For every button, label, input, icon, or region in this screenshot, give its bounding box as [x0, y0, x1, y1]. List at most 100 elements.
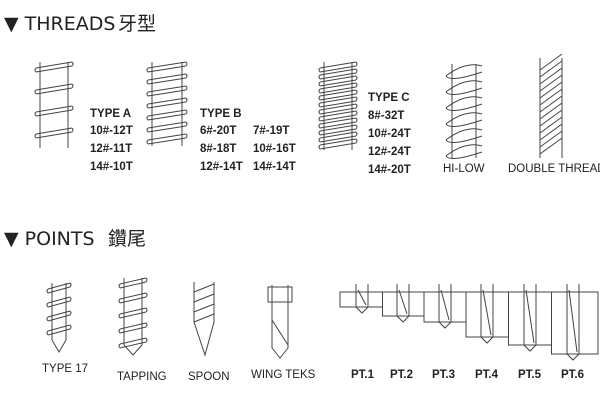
screw-line — [539, 88, 563, 106]
points-heading: ▼ POINTS — [4, 228, 95, 250]
screw-line — [146, 121, 188, 133]
pt-label: PT.4 — [475, 369, 499, 381]
type-a-spec: 12#-11T — [90, 143, 132, 155]
screw-line — [46, 282, 72, 294]
pt-point-icon — [523, 284, 537, 352]
screw-line — [146, 61, 188, 73]
screw-line — [539, 102, 563, 120]
screw-line — [146, 133, 188, 145]
type-c-spec: 10#-24T — [368, 128, 411, 140]
screw-line — [539, 137, 563, 155]
screw-line — [445, 144, 483, 159]
type-c-spec: 12#-24T — [368, 146, 411, 158]
screw-line — [318, 103, 358, 115]
type-b-spec: 10#-16T — [253, 143, 296, 155]
pt-label: PT.1 — [351, 369, 375, 381]
screw-line — [318, 75, 358, 87]
pt-point-icon — [566, 284, 580, 361]
double-thread-label: DOUBLE THREAD — [508, 163, 600, 175]
type-a-spec: 10#-12T — [90, 125, 133, 137]
screw-line — [539, 53, 563, 71]
screw-line — [146, 85, 188, 97]
screw-line — [34, 105, 74, 117]
screw-line — [193, 282, 215, 357]
screw-line — [539, 81, 563, 99]
screw-line — [193, 303, 215, 313]
points-heading-cn: 鑽尾 — [108, 228, 146, 250]
screw-line — [146, 73, 188, 85]
pt-point-icon — [355, 284, 369, 314]
type-c-title: TYPE C — [368, 92, 410, 104]
type-b-spec: 14#-14T — [253, 161, 296, 173]
type-a-title: TYPE A — [90, 108, 131, 120]
pt-point-icon — [396, 284, 410, 323]
hi-low-label: HI-LOW — [443, 163, 485, 175]
screw-line — [318, 96, 358, 108]
type-b-title: TYPE B — [200, 108, 242, 120]
screw-line — [539, 116, 563, 134]
screw-drawings — [34, 53, 599, 361]
threads-heading: ▼ THREADS — [4, 13, 115, 35]
screw-line — [445, 96, 483, 111]
screw-line — [445, 80, 483, 95]
screw-line — [34, 61, 74, 73]
screw-line — [318, 138, 358, 150]
point-label-type17: TYPE 17 — [42, 363, 88, 375]
screw-line — [539, 74, 563, 92]
pt-label: PT.6 — [561, 369, 584, 381]
type-b-spec: 7#-19T — [253, 125, 289, 137]
screw-line — [318, 82, 358, 94]
screw-line — [318, 117, 358, 129]
pt-step-box — [423, 291, 467, 323]
screw-line — [146, 97, 188, 109]
pt-step-box — [551, 291, 599, 355]
screw-line — [118, 307, 148, 319]
screw-line — [46, 324, 72, 336]
screw-line — [445, 128, 483, 143]
screw-line — [267, 285, 293, 359]
screw-line — [445, 64, 483, 79]
pt-step-box — [339, 291, 383, 308]
screw-line — [318, 124, 358, 136]
screw-line — [539, 95, 563, 113]
screw-line — [123, 344, 143, 356]
screw-line — [318, 89, 358, 101]
screw-line — [118, 277, 148, 289]
screw-line — [318, 110, 358, 122]
screw-line — [34, 127, 74, 139]
screw-line — [539, 130, 563, 148]
pt-point-icon — [480, 284, 494, 344]
screw-line — [193, 283, 215, 293]
screw-line — [46, 296, 72, 308]
pt-label: PT.3 — [432, 369, 455, 381]
screw-line — [46, 310, 72, 322]
screw-line — [318, 131, 358, 143]
point-label-tapping: TAPPING — [117, 371, 167, 383]
threads-heading-cn: 牙型 — [118, 13, 156, 35]
screw-line — [539, 123, 563, 141]
screw-line — [118, 322, 148, 334]
screw-line — [118, 292, 148, 304]
pt-label: PT.5 — [518, 369, 542, 381]
screw-line — [318, 61, 358, 73]
pt-point-icon — [438, 284, 452, 329]
type-a-spec: 14#-10T — [90, 161, 133, 173]
pt-label: PT.2 — [390, 369, 413, 381]
type-c-spec: 14#-20T — [368, 164, 411, 176]
point-label-wing-teks: WING TEKS — [251, 369, 316, 381]
screw-line — [34, 83, 74, 95]
screw-line — [51, 339, 67, 353]
type-c-spec: 8#-32T — [368, 110, 404, 122]
type-b-spec: 12#-14T — [200, 161, 243, 173]
type-b-spec: 8#-18T — [200, 143, 236, 155]
screw-line — [539, 58, 563, 158]
screw-line — [193, 313, 215, 323]
type-b-spec: 6#-20T — [200, 125, 236, 137]
screw-line — [445, 112, 483, 127]
screw-line — [539, 109, 563, 127]
screw-line — [193, 293, 215, 303]
screw-line — [118, 337, 148, 349]
screw-line — [539, 60, 563, 78]
